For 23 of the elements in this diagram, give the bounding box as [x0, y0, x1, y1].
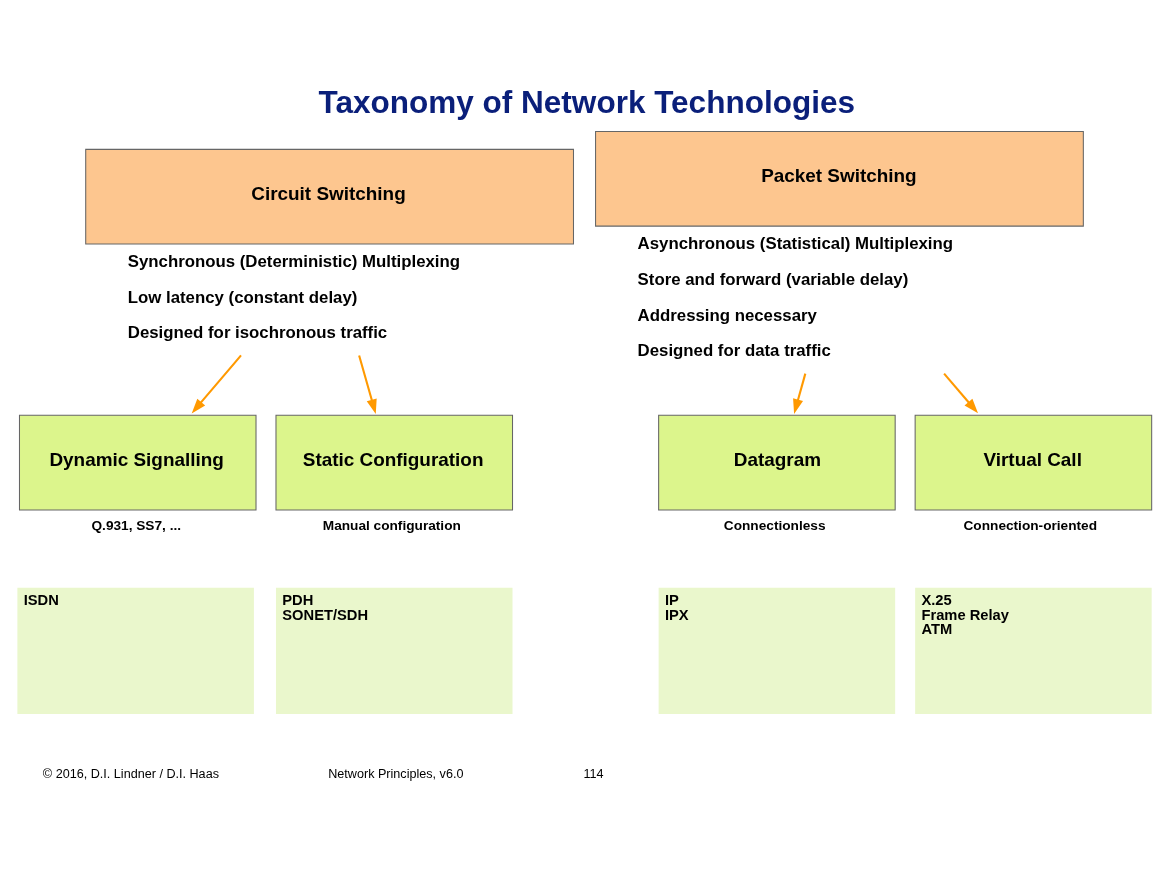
label: 114: [583, 767, 604, 782]
node-box: IP IPX: [658, 587, 896, 714]
node-label: Connectionless: [723, 518, 826, 534]
node-label: Connection-oriented: [963, 518, 1098, 534]
node-label: Addressing necessary: [637, 305, 817, 325]
arrow: [191, 354, 242, 414]
diagram-title: Taxonomy of Network Technologies: [318, 83, 855, 120]
node-box: PDH SONET/SDH: [276, 587, 513, 714]
arrow: [943, 372, 979, 414]
label: © 2016, D.I. Lindner / D.I. Haas: [42, 767, 219, 782]
arrow: [358, 355, 377, 414]
node-label: Asynchronous (Statistical) Multiplexing: [637, 234, 954, 254]
node-box: X.25 Frame Relay ATM: [915, 587, 1152, 714]
node-label: Designed for data traffic: [637, 341, 831, 361]
node-label: Store and forward (variable delay): [637, 269, 909, 289]
node-box: ISDN: [17, 587, 254, 714]
label: Network Principles, v6.0: [328, 767, 464, 782]
node-label: Synchronous (Deterministic) Multiplexing: [127, 251, 461, 271]
arrow: [793, 373, 807, 414]
node-label: Manual configuration: [322, 518, 461, 534]
node-label: Low latency (constant delay): [127, 287, 358, 307]
node-label: Q.931, SS7, ...: [91, 518, 182, 534]
node-label: Designed for isochronous traffic: [127, 323, 388, 343]
